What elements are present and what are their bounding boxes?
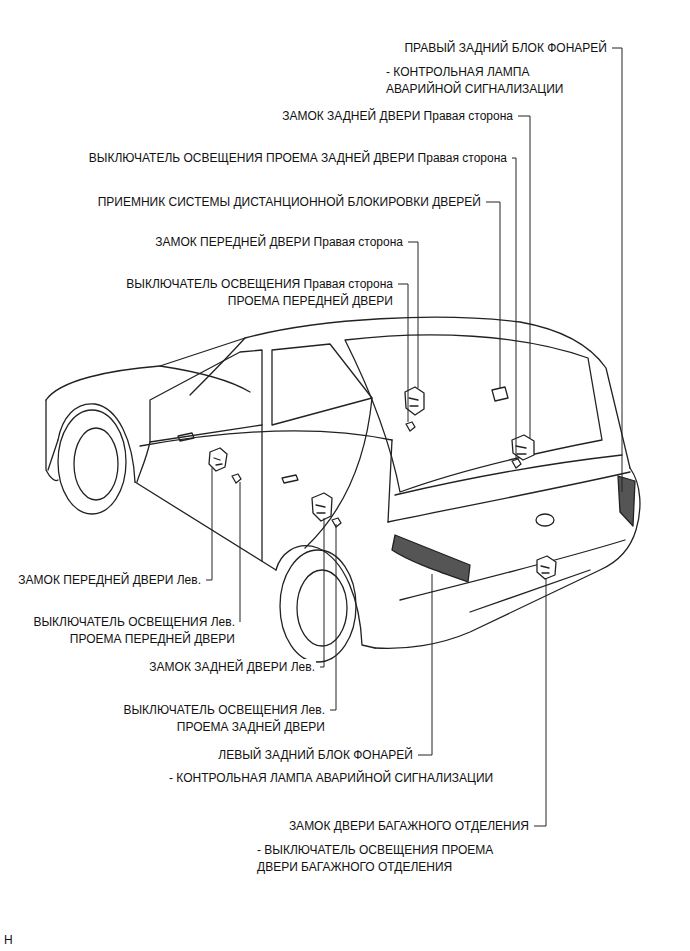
part-label: - ВЫКЛЮЧАТЕЛЬ ОСВЕЩЕНИЯ ПРОЕМА ДВЕРИ БАГ…: [256, 842, 513, 876]
part-label: ЗАМОК ПЕРЕДНЕЙ ДВЕРИ Лев.: [17, 572, 202, 589]
part-label: ВЫКЛЮЧАТЕЛЬ ОСВЕЩЕНИЯ Лев. ПРОЕМА ПЕРЕДН…: [6, 614, 236, 648]
part-label: ЛЕВЫЙ ЗАДНИЙ БЛОК ФОНАРЕЙ: [217, 747, 414, 764]
part-label: - КОНТРОЛЬНАЯ ЛАМПА АВАРИЙНОЙ СИГНАЛИЗАЦ…: [385, 64, 577, 98]
part-label: ЗАМОК ЗАДНЕЙ ДВЕРИ Правая сторона: [281, 108, 514, 125]
part-label: ПРАВЫЙ ЗАДНИЙ БЛОК ФОНАРЕЙ: [403, 40, 608, 57]
part-label: ВЫКЛЮЧАТЕЛЬ ОСВЕЩЕНИЯ ПРОЕМА ЗАДНЕЙ ДВЕР…: [88, 150, 508, 167]
part-label: ЗАМОК ЗАДНЕЙ ДВЕРИ Лев.: [148, 659, 316, 676]
part-label: H: [3, 932, 14, 949]
part-label: ЗАМОК ПЕРЕДНЕЙ ДВЕРИ Правая сторона: [154, 234, 404, 251]
part-label: ВЫКЛЮЧАТЕЛЬ ОСВЕЩЕНИЯ Правая сторона ПРО…: [97, 276, 394, 310]
part-label: ЗАМОК ДВЕРИ БАГАЖНОГО ОТДЕЛЕНИЯ: [288, 818, 530, 835]
part-label: ПРИЕМНИК СИСТЕМЫ ДИСТАНЦИОННОЙ БЛОКИРОВК…: [97, 194, 482, 211]
part-label: - КОНТРОЛЬНАЯ ЛАМПА АВАРИЙНОЙ СИГНАЛИЗАЦ…: [168, 770, 494, 787]
part-label: ВЫКЛЮЧАТЕЛЬ ОСВЕЩЕНИЯ Лев. ПРОЕМА ЗАДНЕЙ…: [96, 702, 326, 736]
